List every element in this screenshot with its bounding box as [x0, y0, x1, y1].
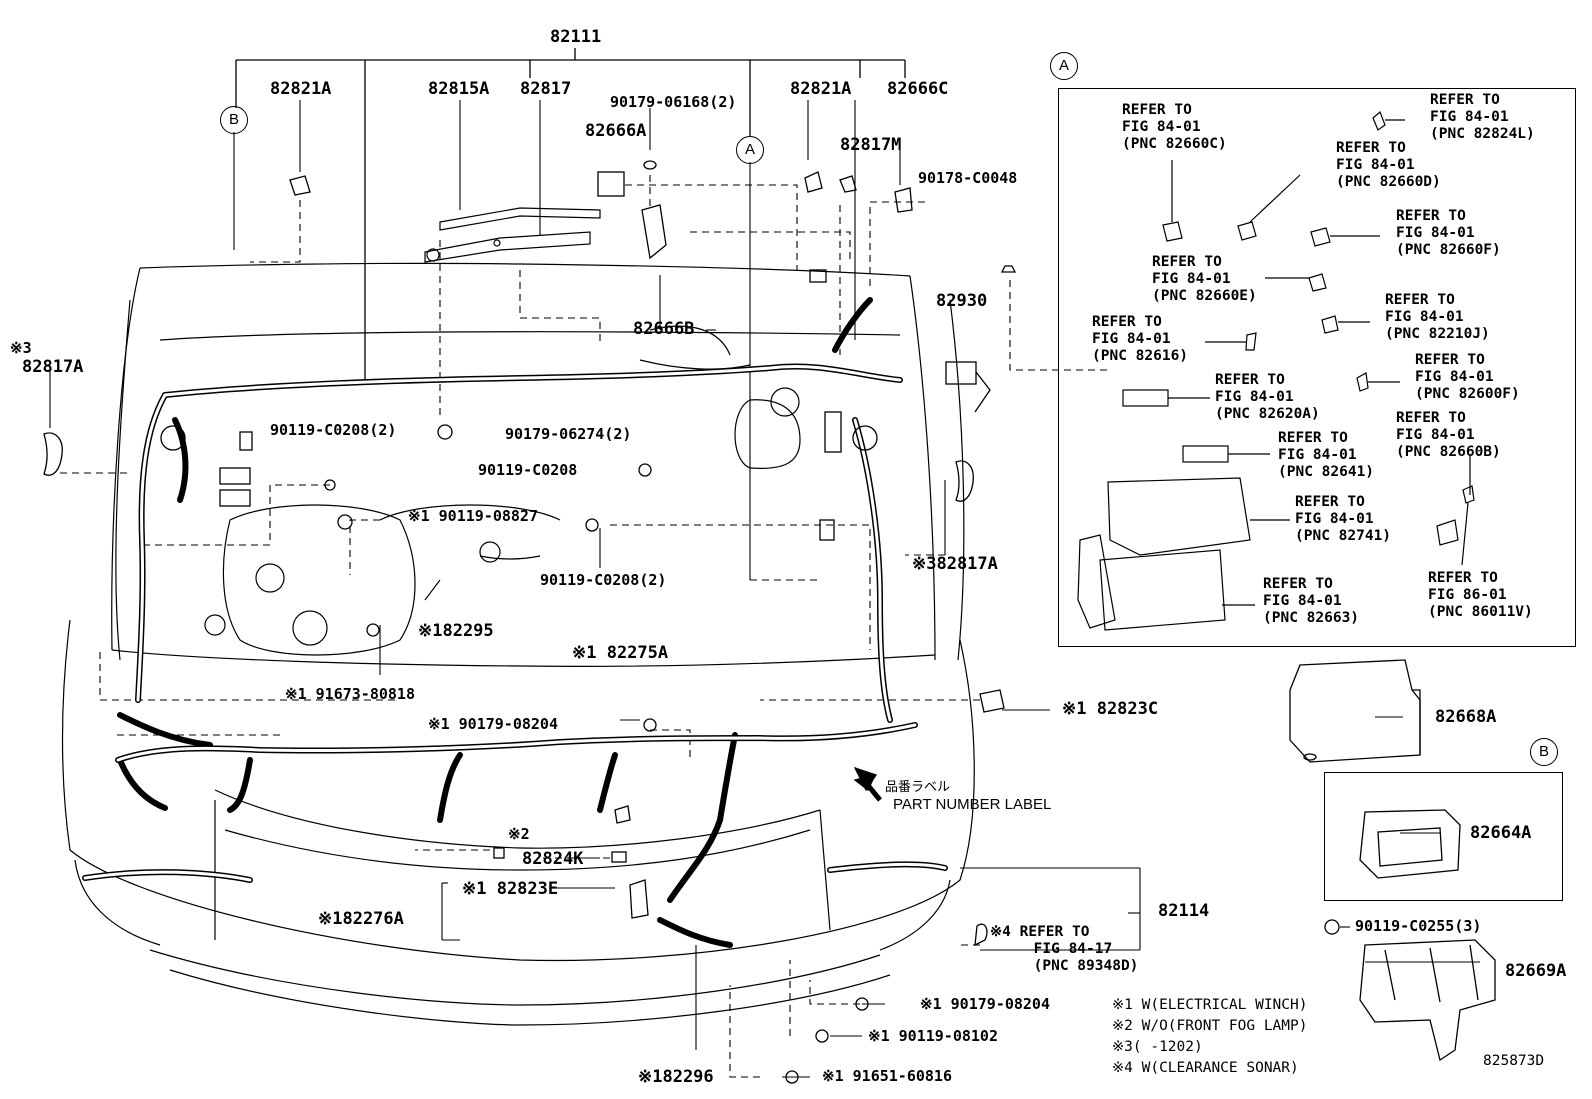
note-4: ※4 W(CLEARANCE SONAR): [1112, 1060, 1299, 1076]
bracket-82111: [235, 48, 906, 380]
refer-86011V: REFER TO FIG 86-01 (PNC 86011V): [1428, 570, 1533, 620]
refer-82660E: REFER TO FIG 84-01 (PNC 82660E): [1152, 254, 1257, 304]
refer-82824L: REFER TO FIG 84-01 (PNC 82824L): [1430, 92, 1535, 142]
part-90119-08102: ※1 90119-08102: [868, 1027, 998, 1045]
part-90119-C0255: 90119-C0255(3): [1355, 917, 1482, 935]
part-82821A-left: 82821A: [270, 79, 332, 99]
note-marker-2: ※2: [508, 825, 530, 843]
part-82295: ※182295: [418, 621, 494, 641]
inset-b-marker: B: [1530, 738, 1558, 766]
part-82817A-right: ※382817A: [912, 554, 998, 574]
part-82669A: [1359, 939, 1496, 1062]
ribbon-82815A: [424, 207, 601, 263]
note-marker-3: ※3: [10, 339, 32, 357]
part-82817: 82817: [520, 79, 572, 99]
harness-bundles-fill: [83, 365, 947, 882]
part-82664A: 82664A: [1470, 823, 1532, 843]
circle-marker-b: B: [220, 106, 248, 134]
dashed-references: [60, 175, 1110, 1078]
part-number-label: PART NUMBER LABEL: [893, 796, 1052, 813]
part-82666A: 82666A: [585, 121, 647, 141]
refer-82641: REFER TO FIG 84-01 (PNC 82641): [1278, 430, 1375, 480]
part-82666C: 82666C: [887, 79, 949, 99]
part-82666B: 82666B: [633, 319, 695, 339]
inset-a-box: [1058, 88, 1576, 647]
refer-82741: REFER TO FIG 84-01 (PNC 82741): [1295, 494, 1392, 544]
part-82275A: ※1 82275A: [572, 643, 669, 663]
refer-82616: REFER TO FIG 84-01 (PNC 82616): [1092, 314, 1189, 364]
part-82817A-left: 82817A: [22, 357, 84, 377]
part-90119-C0208: 90119-C0208: [478, 461, 578, 479]
note-2: ※2 W/O(FRONT FOG LAMP): [1112, 1018, 1308, 1034]
part-91673-80818: ※1 91673-80818: [285, 685, 415, 703]
refer-82210J: REFER TO FIG 84-01 (PNC 82210J): [1385, 292, 1490, 342]
note-3: ※3( -1202): [1112, 1039, 1203, 1055]
part-82668A: 82668A: [1435, 707, 1497, 727]
part-82823E: ※1 82823E: [462, 879, 559, 899]
part-82824K: 82824K: [522, 849, 584, 869]
part-82114: 82114: [1158, 901, 1210, 921]
inset-b-box: [1324, 772, 1563, 901]
label-arrow: [853, 766, 882, 802]
part-82817M: 82817M: [840, 135, 902, 155]
part-90179-08204-top: ※1 90179-08204: [428, 715, 558, 733]
part-82823C: ※1 82823C: [1062, 699, 1159, 719]
part-90119-C0208-2-top: 90119-C0208(2): [270, 421, 397, 439]
refer-82660B: REFER TO FIG 84-01 (PNC 82660B): [1396, 410, 1501, 460]
part-82930: 82930: [936, 291, 988, 311]
part-82669A: 82669A: [1505, 961, 1567, 981]
inset-a-parts: [1077, 110, 1475, 631]
part-90119-C0208-2-bottom: 90119-C0208(2): [540, 571, 667, 589]
part-82668A: [1289, 659, 1421, 763]
circle-marker-a: A: [736, 136, 764, 164]
refer-89348D: ※4 REFER TO FIG 84-17 (PNC 89348D): [990, 924, 1139, 974]
refer-82600F: REFER TO FIG 84-01 (PNC 82600F): [1415, 352, 1520, 402]
part-82111: 82111: [550, 27, 602, 47]
refer-82663: REFER TO FIG 84-01 (PNC 82663): [1263, 576, 1360, 626]
figure-id: 825873D: [1483, 1053, 1545, 1069]
part-82296: ※182296: [638, 1067, 714, 1087]
inset-a-marker: A: [1050, 52, 1078, 80]
part-90119-08827: ※1 90119-08827: [408, 507, 538, 525]
refer-82660D: REFER TO FIG 84-01 (PNC 82660D): [1336, 140, 1441, 190]
part-90179-06274: 90179-06274(2): [505, 425, 632, 443]
note-1: ※1 W(ELECTRICAL WINCH): [1112, 997, 1308, 1013]
part-82815A: 82815A: [428, 79, 490, 99]
part-82664A: [1359, 809, 1461, 879]
refer-82620A: REFER TO FIG 84-01 (PNC 82620A): [1215, 372, 1320, 422]
part-90178-C0048: 90178-C0048: [918, 169, 1018, 187]
part-90179-06168: 90179-06168(2): [610, 93, 737, 111]
part-82821A-right: 82821A: [790, 79, 852, 99]
part-90179-08204-bottom: ※1 90179-08204: [920, 995, 1050, 1013]
refer-82660F: REFER TO FIG 84-01 (PNC 82660F): [1396, 208, 1501, 258]
japanese-part-label: 品番ラベル: [885, 779, 951, 794]
part-91651-60816: ※1 91651-60816: [822, 1067, 952, 1085]
part-82276A: ※182276A: [318, 909, 404, 929]
connector-parts: [43, 160, 1340, 1084]
refer-82660C: REFER TO FIG 84-01 (PNC 82660C): [1122, 102, 1227, 152]
